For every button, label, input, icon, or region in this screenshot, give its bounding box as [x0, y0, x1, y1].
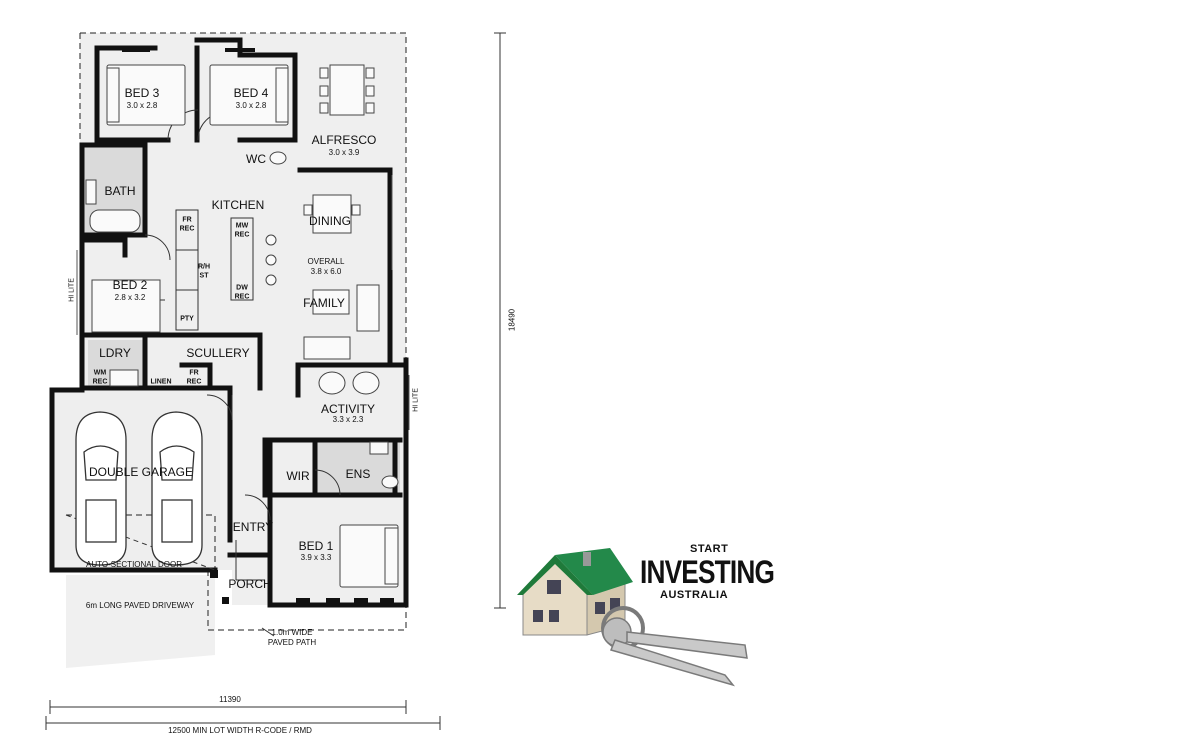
bed-furniture [91, 64, 399, 588]
path-label-line1: 1.0m WIDE [271, 628, 313, 637]
fixture-wm-label: WM [93, 369, 107, 377]
room-label-alfresco: ALFRESCO [311, 133, 377, 147]
logo-text-start: START [690, 543, 729, 555]
room-label-bed2: BED 2 [112, 278, 148, 292]
tables [303, 64, 380, 360]
room-label-kitchen: KITCHEN [211, 198, 265, 212]
armchairs [318, 371, 380, 395]
room-label-activity: ACTIVITY [320, 402, 376, 416]
fixture-linen-label: LINEN [150, 378, 172, 386]
glazing-lines [76, 175, 410, 430]
fixture-dw-rec-label: REC [234, 293, 250, 301]
room-size-activity: 3.3 x 2.3 [332, 415, 364, 424]
room-label-garage: DOUBLE GARAGE [88, 465, 194, 479]
room-size-overall: 3.8 x 6.0 [310, 267, 342, 276]
room-label-dining: DINING [309, 214, 351, 228]
path-label-line2: PAVED PATH [267, 638, 317, 647]
room-label-bed1: BED 1 [298, 539, 334, 553]
room-label-bed3: BED 3 [124, 86, 160, 100]
dimension-lines [45, 32, 506, 730]
room-label-porch: PORCH [228, 577, 272, 591]
room-label-wir: WIR [286, 469, 310, 483]
room-size-bed2: 2.8 x 3.2 [114, 293, 146, 302]
fixture-fr2-rec-label: REC [186, 378, 202, 386]
room-size-alfresco: 3.0 x 3.9 [328, 148, 360, 157]
room-label-bath: BATH [104, 184, 136, 198]
driveway [66, 575, 215, 668]
room-label-wc: WC [246, 152, 266, 166]
room-label-overall: OVERALL [307, 257, 345, 266]
house-icon [517, 548, 633, 636]
room-label-family: FAMILY [303, 296, 345, 310]
fixture-st-label: ST [199, 272, 209, 280]
logo-text-investing: INVESTING [640, 554, 775, 590]
fixture-rec-label: REC [179, 225, 195, 233]
driveway-label: 6m LONG PAVED DRIVEWAY [85, 601, 195, 610]
depth-dimension: 18490 [507, 308, 517, 332]
windows [122, 48, 394, 605]
fixture-mw-label: MW [235, 222, 249, 230]
fixture-fr2-label: FR [189, 369, 199, 377]
garage-cars [75, 411, 203, 566]
fixture-pty-label: PTY [180, 315, 194, 323]
start-investing-logo [517, 548, 748, 687]
room-label-scullery: SCULLERY [186, 346, 250, 360]
keys-icon [601, 606, 748, 687]
room-size-bed1: 3.9 x 3.3 [300, 553, 332, 562]
hilite-right-label: HI LITE [412, 388, 420, 412]
fixture-fr-label: FR [182, 216, 192, 224]
wet-fixtures [85, 151, 399, 489]
hilite-left-label: HI LITE [68, 278, 76, 302]
lot-width-dimension: 12500 MIN LOT WIDTH R-CODE / RMD [168, 726, 312, 735]
room-label-ens: ENS [345, 467, 371, 481]
room-label-ldry: LDRY [99, 346, 131, 360]
width-dimension: 11390 [219, 695, 241, 704]
logo-text-australia: AUSTRALIA [660, 589, 729, 601]
chairs [265, 67, 375, 286]
garage-door-label: AUTO-SECTIONAL DOOR [85, 560, 183, 569]
room-size-bed3: 3.0 x 2.8 [126, 101, 158, 110]
room-label-entry: ENTRY [232, 520, 274, 534]
room-label-bed4: BED 4 [233, 86, 269, 100]
fixture-mw-rec-label: REC [234, 231, 250, 239]
fixture-dw-label: DW [236, 284, 248, 292]
room-size-bed4: 3.0 x 2.8 [235, 101, 267, 110]
fixture-rh-label: R/H [197, 263, 211, 271]
fixture-wm-rec-label: REC [92, 378, 108, 386]
